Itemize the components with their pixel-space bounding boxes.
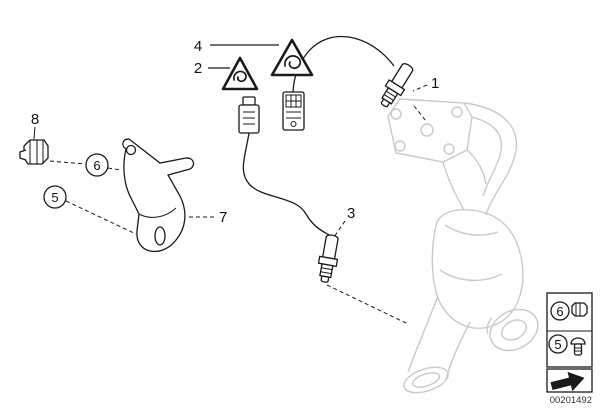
leader-8 xyxy=(33,126,36,140)
callout-3[interactable]: 3 xyxy=(347,205,355,222)
warning-triangle-icon xyxy=(270,38,314,77)
sensor-cable-lower xyxy=(242,132,332,237)
clip-icon xyxy=(571,302,588,317)
diagram-part-number: 00201492 xyxy=(550,395,592,406)
leader-sensor1-flange xyxy=(413,105,427,122)
legend-6-label: 6 xyxy=(556,304,563,319)
warning-triangle-icon xyxy=(221,56,259,91)
oxygen-sensor-lower xyxy=(317,234,339,283)
cable-clip xyxy=(19,139,49,165)
legend-5-label: 5 xyxy=(554,337,561,352)
callout-2[interactable]: 2 xyxy=(194,60,202,77)
next-diagram-arrow-box[interactable] xyxy=(546,368,593,396)
callout-1[interactable]: 1 xyxy=(431,75,439,92)
leader-8-to-6 xyxy=(49,160,86,165)
legend-item-6[interactable]: 6 xyxy=(550,301,588,321)
connector-plug-lower xyxy=(238,96,260,134)
screw-icon xyxy=(570,337,586,356)
callout-7[interactable]: 7 xyxy=(219,209,227,226)
callout-6-label: 6 xyxy=(93,158,100,173)
leader-5 xyxy=(65,200,137,235)
leader-6 xyxy=(107,167,122,171)
mounting-bracket xyxy=(122,138,195,253)
oxygen-sensor-upper xyxy=(380,63,414,108)
callout-4[interactable]: 4 xyxy=(194,38,202,55)
arrow-right-icon xyxy=(550,371,585,392)
callout-5-circled[interactable]: 5 xyxy=(43,185,67,209)
connector-plug-upper xyxy=(282,91,305,131)
sensor-cable-upper xyxy=(292,35,395,93)
leader-sensor3-manifold xyxy=(326,284,409,325)
legend-box: 6 5 xyxy=(546,292,593,368)
callout-5-label: 5 xyxy=(51,190,58,205)
callout-6-circled[interactable]: 6 xyxy=(85,153,109,177)
leader-3 xyxy=(333,220,346,238)
callout-8[interactable]: 8 xyxy=(31,111,39,128)
leader-1 xyxy=(412,84,428,92)
legend-item-5[interactable]: 5 xyxy=(548,334,586,356)
exhaust-manifold xyxy=(387,98,539,394)
